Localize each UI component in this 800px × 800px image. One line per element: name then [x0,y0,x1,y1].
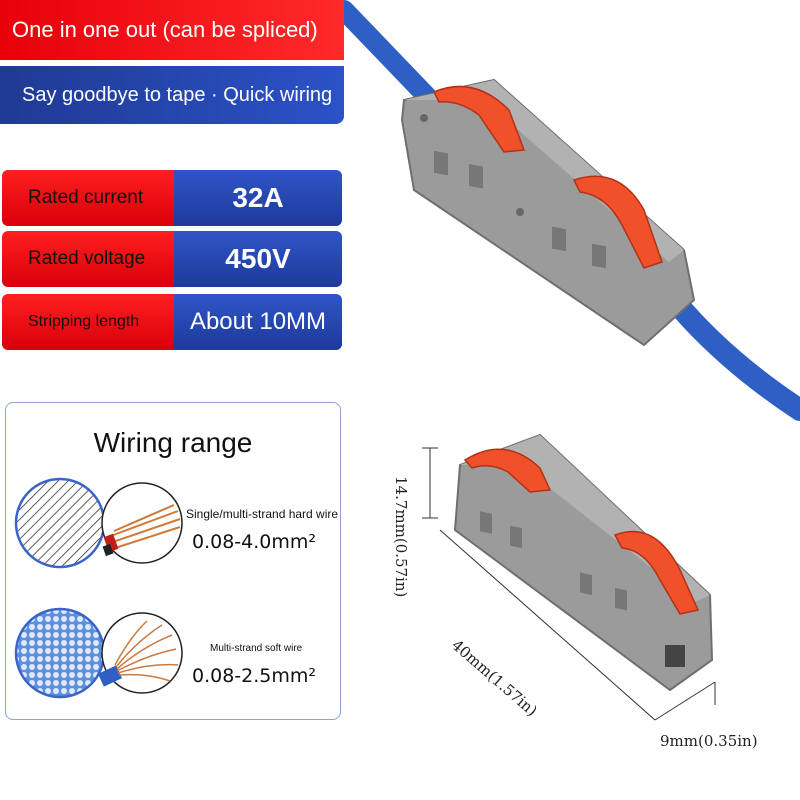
wire-out [663,289,800,421]
dimension-width-label: 9mm(0.35in) [660,732,758,750]
header-title-banner: One in one out (can be spliced) [0,0,344,60]
lever-right [572,175,663,269]
spec-value-stripping: About 10MM [174,294,342,350]
header-subtitle: Say goodbye to tape · Quick wiring [22,83,333,106]
hard-wire-illustration [14,477,183,569]
dimension-lever-left [463,448,552,493]
hard-wire-caption: Single/multi-strand hard wire [186,507,339,521]
hard-wire-range: 0.08-4.0mm² [192,531,317,553]
wiring-range-title: Wiring range [93,427,253,458]
dimension-height-label: 14.7mm(0.57in) [392,476,410,598]
soft-wire-cross-section [16,609,104,697]
hard-wire-closeup [101,482,183,564]
spec-label-stripping: Stripping length [2,294,174,350]
spec-row-stripping: Stripping length About 10MM [2,294,342,350]
spec-row-voltage: Rated voltage 450V [2,231,342,287]
dimension-diagram [422,433,716,721]
spec-value-voltage: 450V [174,231,342,287]
wiring-range-panel: Wiring range Single/multi-strand hard wi… [5,402,341,720]
length-dimension-line [439,529,656,721]
width-dimension-line [654,681,716,721]
soft-wire-closeup [101,612,183,694]
spec-row-current: Rated current 32A [2,170,342,226]
lever-left [432,85,526,153]
connector-product-image [344,0,800,421]
soft-wire-illustration [14,607,183,699]
header-title: One in one out (can be spliced) [12,17,318,42]
connector-body [400,78,696,347]
soft-wire-caption: Multi-strand soft wire [210,643,303,654]
header-subtitle-banner: Say goodbye to tape · Quick wiring [0,66,344,124]
spec-value-current: 32A [174,170,342,226]
dimension-lever-right [613,530,700,615]
spec-label-voltage: Rated voltage [2,231,174,287]
soft-wire-range: 0.08-2.5mm² [192,665,317,687]
spec-label-current: Rated current [2,170,174,226]
